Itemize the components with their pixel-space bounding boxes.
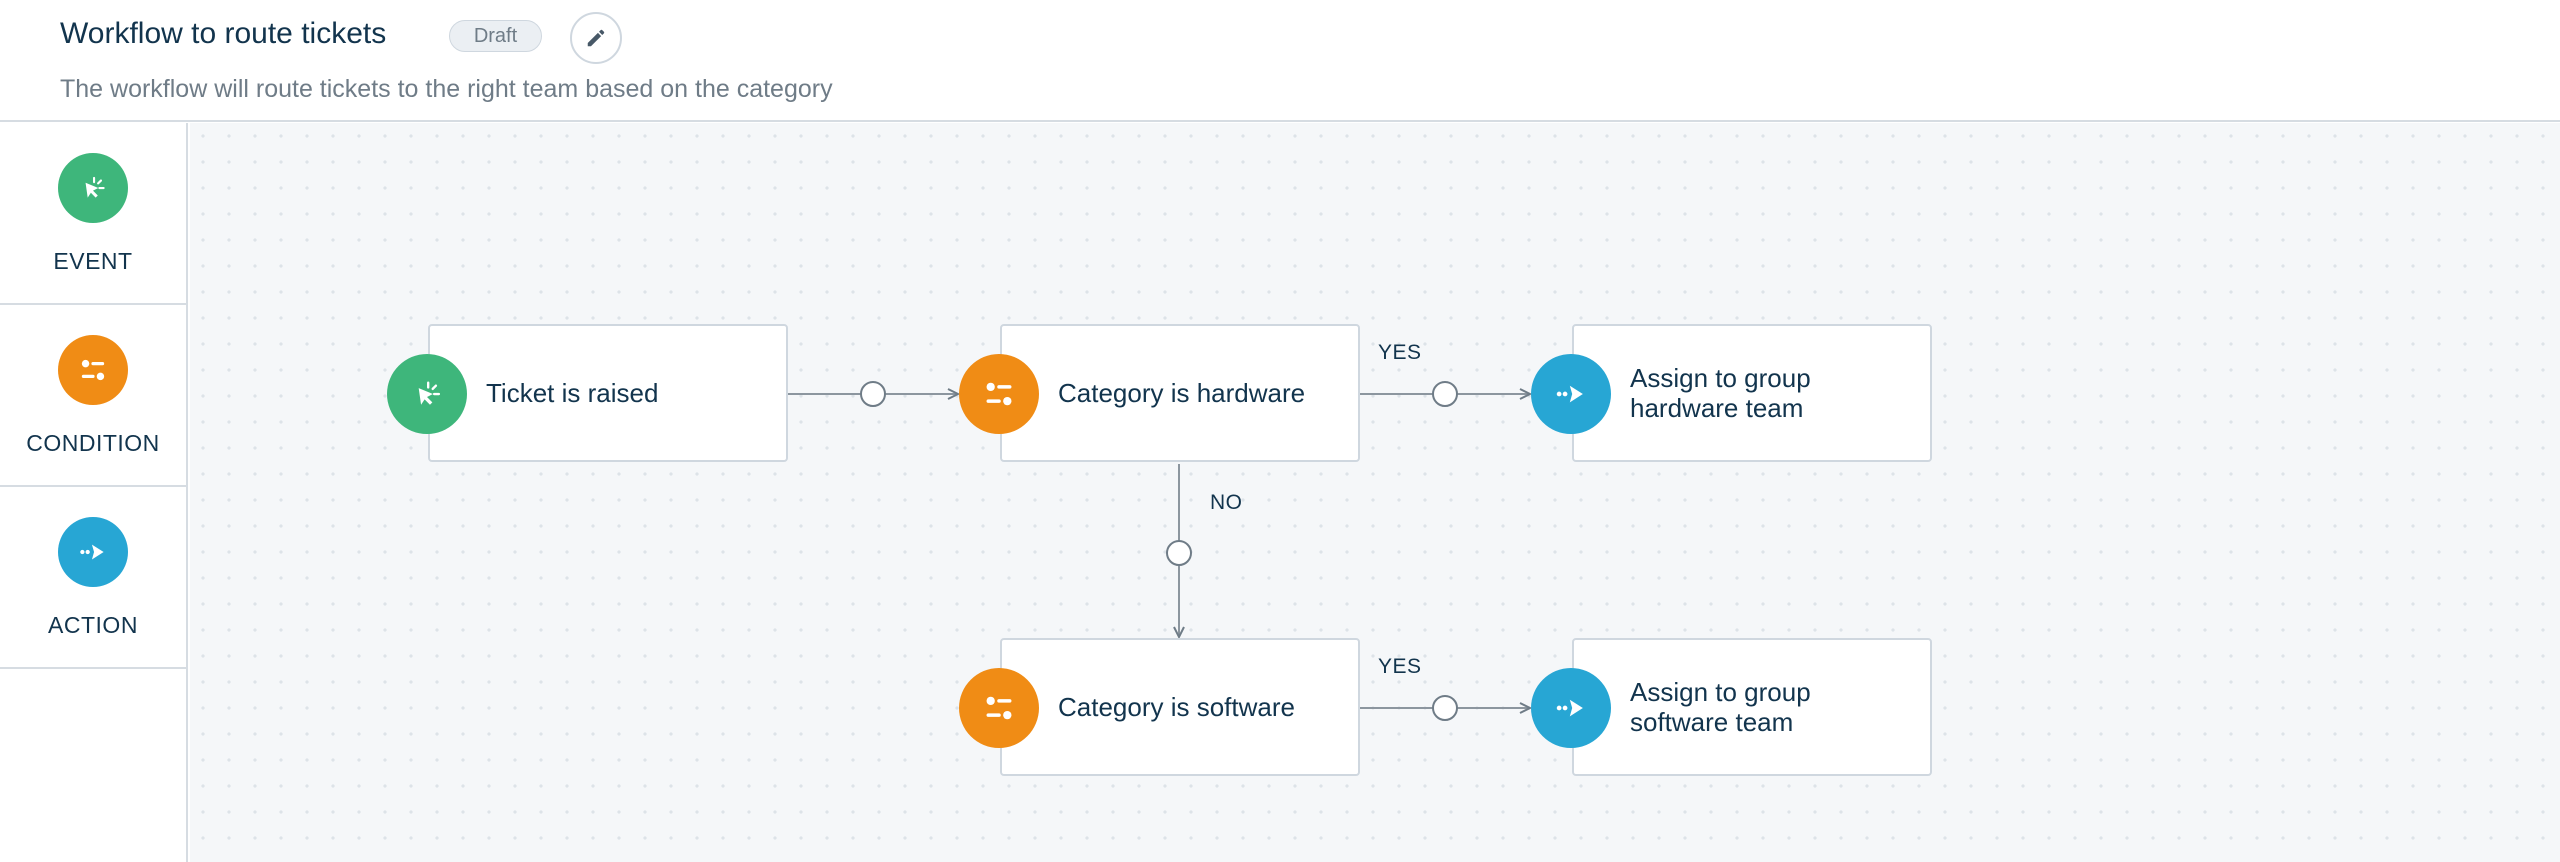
edge-label-yes: YES [1378, 341, 1422, 364]
status-badge: Draft [449, 20, 542, 52]
palette-item-event[interactable]: EVENT [0, 123, 186, 305]
edge-handle[interactable] [1166, 540, 1192, 566]
edge-handle[interactable] [860, 381, 886, 407]
palette-label-condition: CONDITION [26, 430, 160, 456]
node-category-hardware[interactable]: Category is hardware [1000, 324, 1360, 462]
palette-item-action[interactable]: ACTION [0, 487, 186, 669]
arrow-right-icon [58, 517, 128, 587]
cursor-click-icon [58, 153, 128, 223]
edge-label-yes: YES [1378, 655, 1422, 678]
edge-label-no: NO [1210, 491, 1243, 514]
node-label: Category is hardware [1058, 378, 1306, 408]
pencil-icon [587, 29, 605, 47]
node-assign-software[interactable]: Assign to group software team [1572, 638, 1932, 776]
palette-item-condition[interactable]: CONDITION [0, 305, 186, 487]
workflow-header: Workflow to route tickets Draft The work… [0, 0, 2560, 122]
page-title: Workflow to route tickets [60, 17, 387, 50]
arrow-right-icon [1531, 354, 1611, 434]
sliders-icon [58, 335, 128, 405]
node-label: Assign to group hardware team [1630, 363, 1811, 423]
node-label: Category is software [1058, 692, 1295, 722]
node-assign-hardware[interactable]: Assign to group hardware team [1572, 324, 1932, 462]
edit-button[interactable] [570, 12, 622, 64]
node-palette: EVENT CONDITION ACTION [0, 123, 188, 862]
cursor-click-icon [387, 354, 467, 434]
node-category-software[interactable]: Category is software [1000, 638, 1360, 776]
page-description: The workflow will route tickets to the r… [60, 75, 833, 103]
sliders-icon [959, 354, 1039, 434]
node-label: Assign to group software team [1630, 677, 1811, 737]
node-ticket-raised[interactable]: Ticket is raised [428, 324, 788, 462]
sliders-icon [959, 668, 1039, 748]
edge-handle[interactable] [1432, 695, 1458, 721]
edge-handle[interactable] [1432, 381, 1458, 407]
palette-label-action: ACTION [48, 612, 138, 638]
workflow-canvas[interactable] [190, 123, 2560, 862]
palette-label-event: EVENT [53, 248, 133, 274]
arrow-right-icon [1531, 668, 1611, 748]
node-label: Ticket is raised [486, 378, 659, 408]
